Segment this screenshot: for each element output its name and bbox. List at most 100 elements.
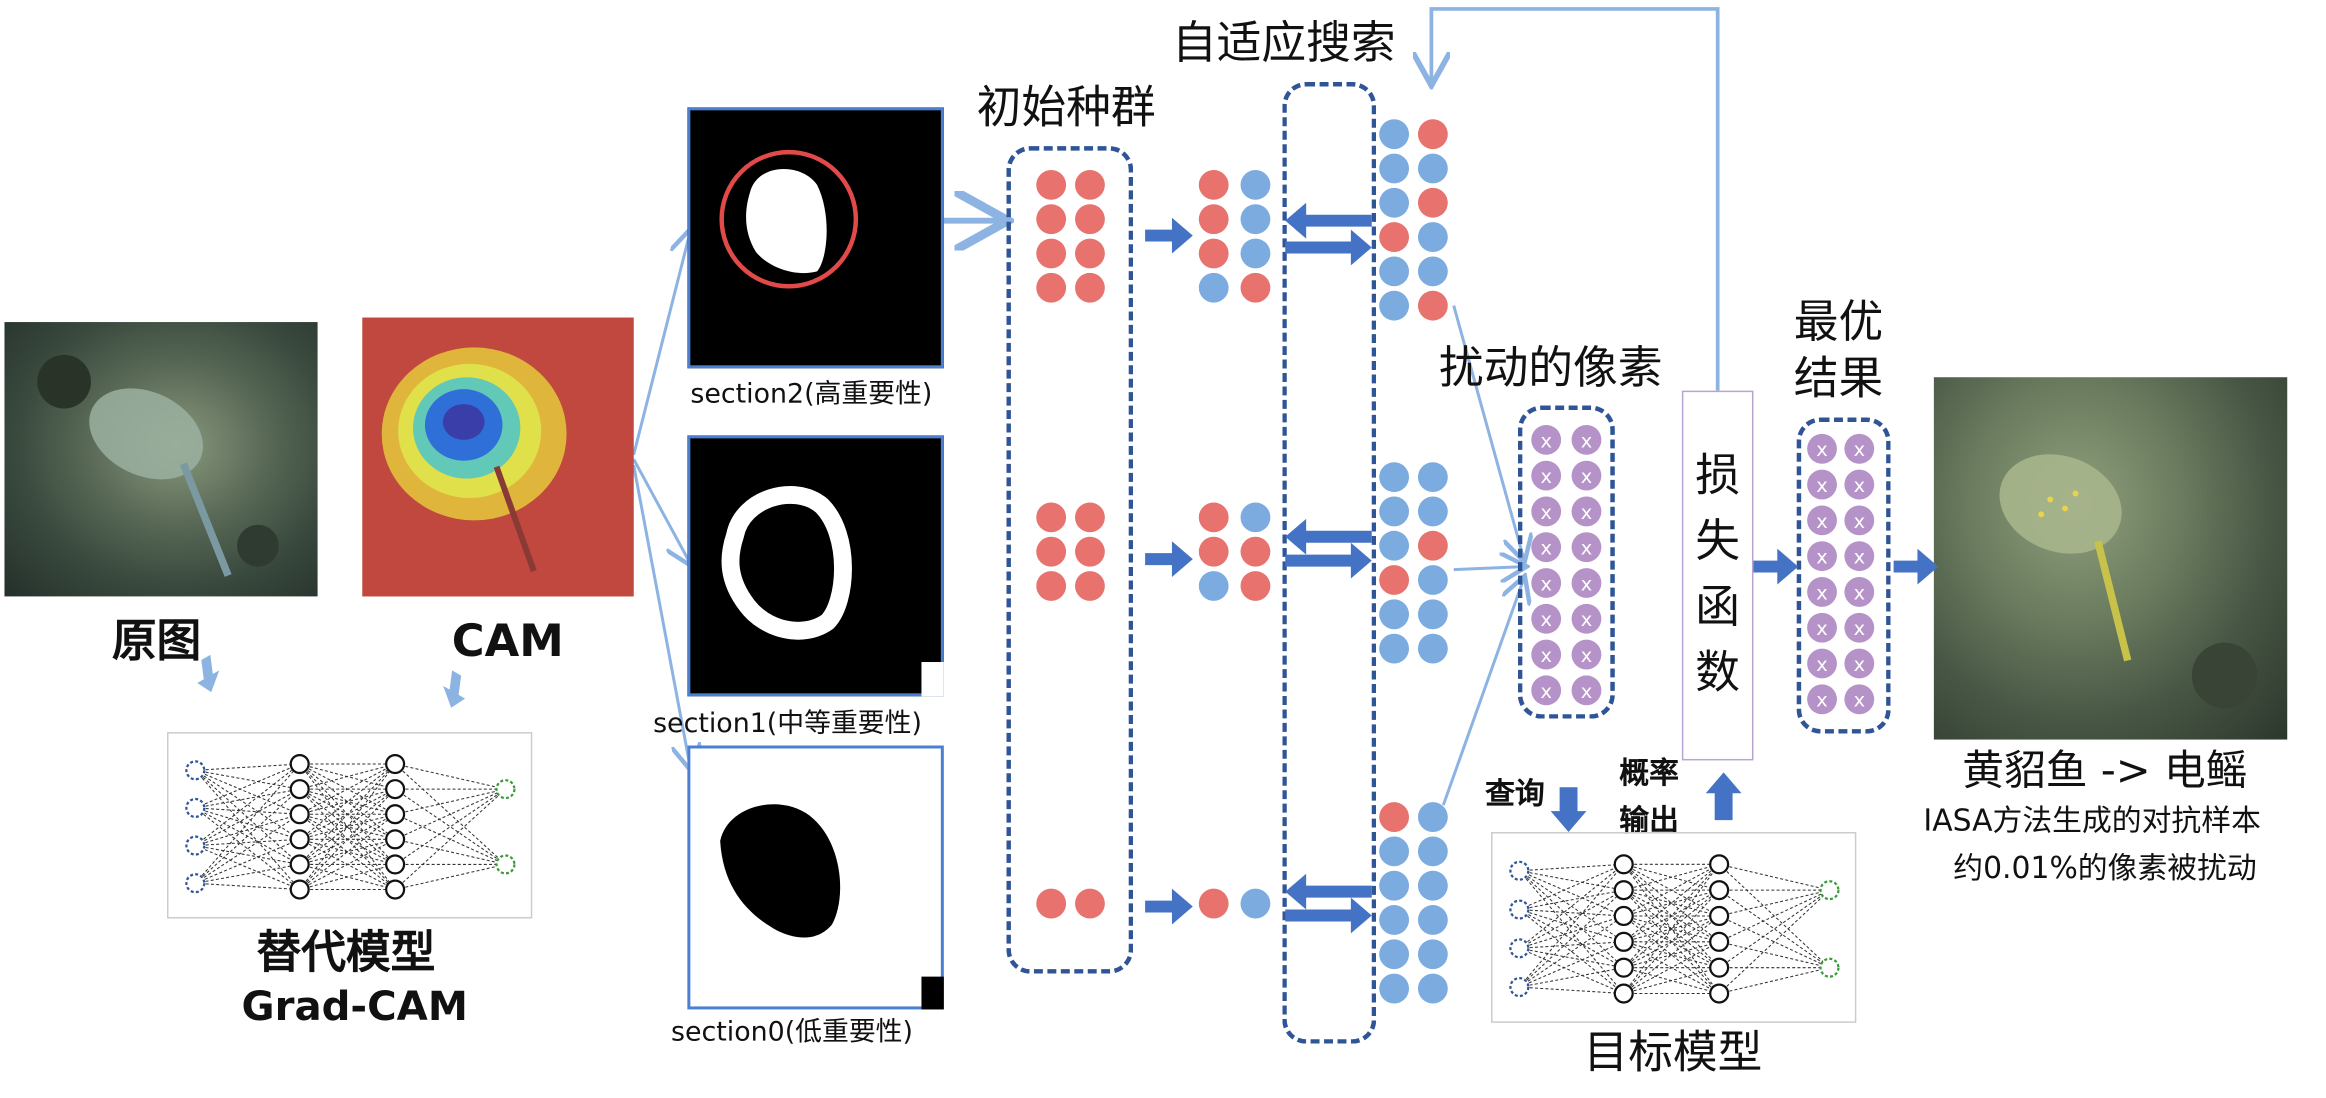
offspring-dot-mid: [1240, 571, 1271, 601]
target-nn-edge: [1519, 909, 1624, 969]
init-pop-dot-high: [1075, 238, 1105, 269]
search-dot-mid: [1379, 462, 1410, 493]
target-nn-edge: [1519, 947, 1624, 995]
perturbed-pixel-dot: [1531, 532, 1562, 563]
surrogate-nn-edge: [394, 813, 506, 865]
best-result-dot: [1844, 505, 1875, 536]
perturb-mark: x: [1540, 644, 1551, 667]
perturb-mark: x: [1816, 653, 1827, 676]
surrogate-nn-edge: [195, 769, 300, 815]
search-dot-low: [1417, 802, 1448, 832]
surrogate-nn-node: [289, 854, 310, 875]
init-pop-dot-high: [1075, 272, 1105, 303]
search-dot-low: [1379, 905, 1410, 935]
perturb-mark: x: [1540, 572, 1551, 595]
search-dot-mid: [1417, 462, 1448, 493]
query-label: 查询: [1485, 775, 1545, 812]
surrogate-nn-node: [289, 804, 310, 825]
prob-output-label-1: 概率: [1619, 754, 1679, 791]
converge-line-mid: [1453, 567, 1524, 570]
search-dot-high: [1417, 187, 1448, 218]
mask-section0-shape: [720, 804, 944, 1010]
surrogate-nn-node: [185, 873, 206, 894]
original-image: [4, 322, 318, 597]
original-label: 原图: [111, 615, 202, 668]
init-pop-dot-mid: [1075, 536, 1105, 567]
perturb-mark: x: [1854, 510, 1865, 533]
surrogate-nn-edge: [299, 763, 396, 815]
init-pop-dot-mid: [1036, 502, 1067, 533]
surrogate-nn-node: [385, 753, 406, 775]
best-result-dot: [1844, 469, 1875, 500]
loss-char-3: 函: [1695, 581, 1741, 634]
surrogate-nn-edge: [395, 788, 506, 815]
target-nn-edge: [1718, 889, 1830, 943]
surrogate-nn-edge: [299, 788, 396, 890]
search-dot-high: [1417, 256, 1448, 287]
target-nn-edge: [1623, 889, 1720, 917]
target-nn-node: [1709, 957, 1730, 978]
best-result-dot: [1807, 612, 1837, 643]
perturb-mark: x: [1540, 429, 1551, 452]
perturb-mark: x: [1854, 581, 1865, 604]
surrogate-nn-edge: [195, 788, 300, 847]
init-pop-dot-high: [1036, 272, 1067, 303]
search-dot-high: [1379, 256, 1410, 287]
target-nn-node: [1709, 983, 1730, 1004]
init-pop-dot-low: [1075, 888, 1105, 919]
search-dot-low: [1417, 973, 1448, 1004]
surrogate-nn-node: [289, 753, 310, 775]
target-nn-edge: [1719, 941, 1830, 969]
surrogate-nn-node: [185, 797, 206, 819]
search-dot-mid: [1379, 496, 1410, 527]
target-nn-node: [1709, 905, 1730, 927]
surrogate-model-title: 替代模型: [256, 927, 436, 980]
surrogate-nn-edge: [299, 763, 396, 790]
perturb-mark: x: [1816, 617, 1827, 640]
perturbed-pixel-dot: [1531, 496, 1562, 527]
perturb-mark: x: [1581, 608, 1592, 631]
surrogate-nn-node: [385, 879, 406, 900]
target-nn-edge: [1519, 947, 1624, 969]
perturb-mark: x: [1581, 537, 1592, 560]
adaptive-search-box: [1282, 82, 1377, 1044]
target-nn-node: [1819, 957, 1840, 978]
search-dot-low: [1379, 802, 1410, 832]
target-nn-edge: [1718, 889, 1830, 994]
surrogate-nn-node: [289, 879, 310, 900]
arrow-pop-to-offspring-low: [1145, 888, 1193, 925]
perturb-mark: x: [1540, 680, 1551, 703]
best-result-dot: [1807, 648, 1837, 679]
search-dot-mid: [1379, 565, 1410, 595]
target-nn-node: [1509, 899, 1530, 920]
target-nn-edge: [1519, 870, 1624, 891]
target-nn-edge: [1519, 986, 1624, 995]
target-nn-node: [1613, 931, 1634, 952]
perturb-mark: x: [1854, 617, 1865, 640]
search-dot-low: [1379, 973, 1410, 1004]
surrogate-nn-edge: [394, 788, 506, 840]
best-result-dot: [1807, 684, 1837, 715]
offspring-dot-mid: [1240, 502, 1271, 533]
surrogate-nn-node: [385, 854, 406, 875]
section1-label: section1(中等重要性): [653, 708, 922, 740]
adaptive-search-title: 自适应搜索: [1171, 17, 1396, 71]
search-dot-high: [1417, 290, 1448, 321]
best-result-dot: [1807, 577, 1837, 607]
perturb-mark: x: [1540, 608, 1551, 631]
surrogate-nn-edge: [195, 763, 300, 771]
target-nn-edge: [1519, 889, 1625, 988]
surrogate-nn-edge: [299, 788, 396, 865]
surrogate-nn-edge: [299, 763, 396, 890]
offspring-dot-high: [1240, 204, 1271, 235]
perturb-mark: x: [1540, 501, 1551, 524]
target-nn-edge: [1519, 909, 1624, 917]
mask-section0: [687, 745, 944, 1010]
cam-label: CAM: [451, 615, 564, 668]
target-nn-edge: [1719, 863, 1830, 891]
init-pop-dot-mid: [1075, 571, 1105, 601]
target-nn-edge: [1519, 889, 1624, 911]
target-nn-node: [1709, 931, 1730, 952]
